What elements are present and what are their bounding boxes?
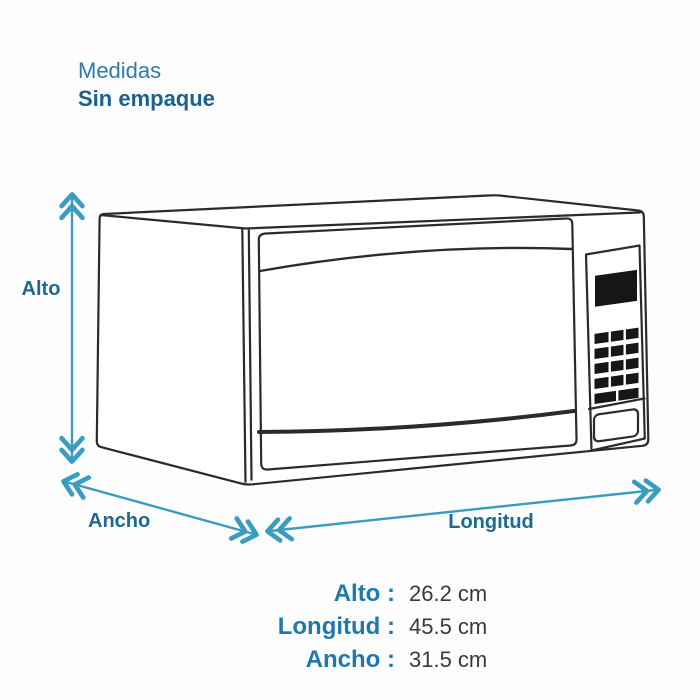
- door-glass-curve-top: [258, 246, 574, 273]
- microwave-drawing: [95, 194, 650, 486]
- page-subtitle: Sin empaque: [78, 86, 215, 111]
- microwave-door: [257, 217, 578, 471]
- spec-label: Longitud :: [277, 613, 395, 640]
- longitud-dimension-label: Longitud: [448, 511, 534, 533]
- control-panel-buttons: [594, 327, 639, 405]
- alto-dimension-label: Alto: [21, 278, 61, 300]
- spec-label: Alto :: [333, 580, 395, 607]
- ancho-dimension-label: Ancho: [88, 510, 151, 532]
- microwave-body: [95, 194, 650, 486]
- door-glass-curve-bottom: [257, 409, 576, 434]
- microwave-hinge-edge: [241, 228, 253, 483]
- spec-value: 45.5 cm: [409, 614, 488, 639]
- control-panel-display: [595, 269, 637, 307]
- page-title: Medidas: [78, 58, 162, 83]
- spec-value: 31.5 cm: [409, 647, 488, 672]
- microwave-top-edges: [99, 211, 642, 230]
- spec-row-alto: Alto : 26.2 cm: [150, 580, 570, 613]
- title-block: Medidas Sin empaque: [78, 57, 215, 113]
- longitud-arrow: [265, 478, 661, 543]
- ancho-arrow: [61, 472, 259, 544]
- spec-value: 26.2 cm: [409, 581, 488, 606]
- control-panel-divider: [587, 397, 646, 411]
- spec-row-ancho: Ancho : 31.5 cm: [150, 646, 570, 679]
- spec-label: Ancho :: [305, 646, 395, 673]
- door-release-button: [592, 408, 640, 443]
- specs-list: Alto : 26.2 cm Longitud : 45.5 cm Ancho …: [150, 580, 570, 679]
- spec-row-longitud: Longitud : 45.5 cm: [150, 613, 570, 646]
